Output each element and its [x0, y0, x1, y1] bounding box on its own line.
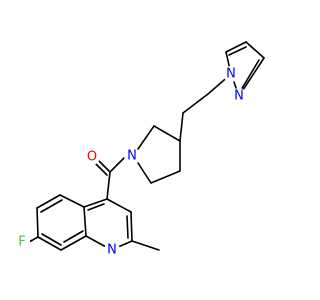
bond-c7-c8 [37, 236, 62, 251]
oxygen-label: O [87, 150, 97, 165]
bond-pyrazole-double-1 [228, 46, 247, 56]
piperidine-nitrogen-label: N [127, 149, 137, 164]
pyrazole-n2-label: N [234, 89, 244, 104]
bond-ch2-ch2 [182, 93, 209, 114]
bond-c2-nq [117, 240, 133, 248]
bond-c7-f [28, 236, 39, 243]
oxygen-atom: O [84, 149, 100, 165]
fluorine-label: F [18, 235, 25, 250]
bond-c3-c2q-double [126, 215, 129, 239]
bond-pyrazole-c5-c4 [225, 41, 247, 53]
bond-ch2-c4 [179, 112, 184, 142]
bond-c7-c8-double [41, 233, 62, 246]
bond-c3-n [137, 125, 155, 150]
bond-c4-c3q [106, 198, 132, 213]
bond-c6-c7 [36, 207, 39, 238]
bond-c4a-c5 [59, 194, 85, 208]
bond-n-carbonyl [109, 155, 127, 173]
quinoline-nitrogen-label: N [107, 243, 117, 258]
bond-c4-c3 [153, 125, 181, 142]
bond-c4a-c4 [83, 198, 108, 208]
bond-nq-c8a [85, 235, 107, 248]
molecule-structure: O N N N N F [14, 41, 265, 258]
bond-c4a-c4-double [87, 203, 105, 211]
bond-pyrazole-double-2 [240, 59, 260, 91]
pyrazole-n2-atom: N [231, 88, 247, 104]
atom-label-layer: O N N N N F [14, 66, 247, 258]
pyrazole-n1-atom: N [223, 66, 239, 82]
bond-c8-c8a [60, 235, 87, 251]
fluorine-atom: F [14, 234, 30, 250]
structure-canvas: O N N N N F [14, 41, 265, 258]
bond-c8a-c8-inner [63, 230, 84, 243]
bond-pyrazole-c4-c3 [245, 41, 265, 59]
bond-layer [28, 41, 265, 251]
bond-carbonyl-o-double [95, 163, 108, 176]
bond-c8a-c4a [83, 206, 87, 237]
bond-c5-c6 [36, 194, 61, 209]
pyrazole-n1-label: N [226, 67, 236, 82]
bond-carbonyl-c4 [106, 171, 111, 200]
quinoline-nitrogen-atom: N [104, 242, 120, 258]
bond-n-c2 [137, 162, 152, 184]
bond-carbonyl-o [98, 160, 111, 173]
piperidine-nitrogen-atom: N [124, 148, 140, 164]
bond-c2-methyl [131, 240, 160, 251]
bond-c3-c2q [130, 211, 133, 242]
bond-c2-c1 [150, 170, 181, 184]
bond-c5-c6-double [40, 199, 63, 213]
